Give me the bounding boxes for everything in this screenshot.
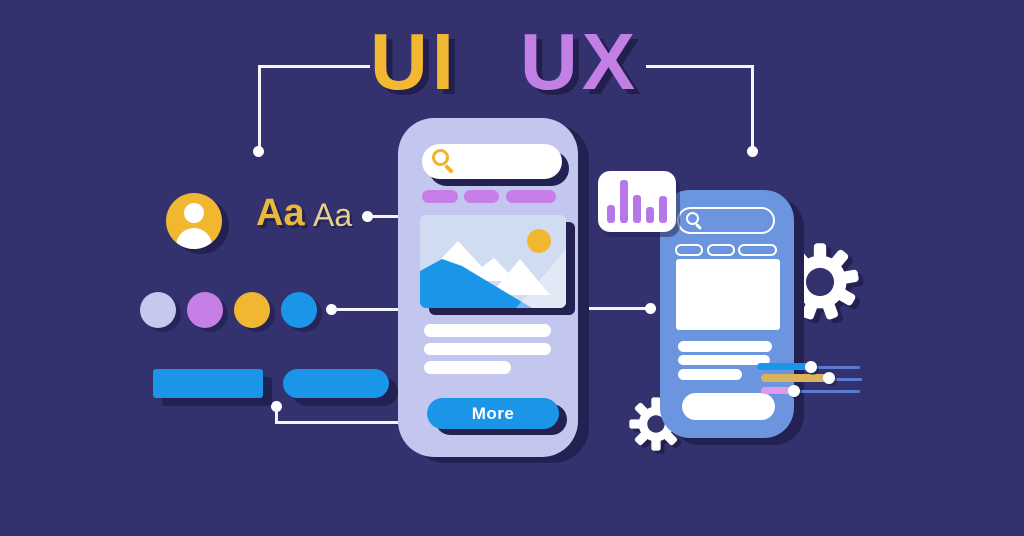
magnifier-icon	[686, 212, 699, 225]
search-bar[interactable]	[677, 207, 775, 234]
tag-pill-outline[interactable]	[738, 244, 777, 256]
sun-icon	[527, 229, 551, 253]
connector-dot	[645, 303, 656, 314]
palette-dot-lavender	[140, 292, 176, 328]
slider-knob[interactable]	[805, 361, 817, 373]
text-line	[678, 341, 772, 352]
slider-fill-blue[interactable]	[757, 363, 809, 370]
type-sample-large: Aa	[256, 192, 305, 234]
magnifier-icon-handle	[444, 164, 454, 174]
search-bar[interactable]	[422, 144, 562, 179]
palette-dot-yellow	[234, 292, 270, 328]
ui-title: UI	[370, 17, 458, 106]
connector-line-ux-right	[646, 65, 754, 68]
bar-chart-icon	[607, 180, 667, 223]
slider-knob[interactable]	[788, 385, 800, 397]
text-line	[678, 369, 742, 380]
connector-dot	[747, 146, 758, 157]
slider-track[interactable]	[828, 378, 862, 381]
connector-line-palette	[334, 308, 402, 311]
connector-dot	[326, 304, 337, 315]
action-button[interactable]	[682, 393, 775, 420]
palette-dot-purple	[187, 292, 223, 328]
chart-bar	[633, 195, 641, 223]
connector-line-ui-left-drop	[258, 65, 261, 150]
chart-bar	[620, 180, 628, 223]
connector-line-phones	[581, 307, 649, 310]
palette-dot-blue	[281, 292, 317, 328]
slider-track[interactable]	[810, 366, 860, 369]
tag-pill[interactable]	[506, 190, 556, 203]
connector-dot	[271, 401, 282, 412]
hero-image-placeholder	[420, 215, 566, 308]
connector-line-ui-left	[258, 65, 370, 68]
slider-track[interactable]	[794, 390, 860, 393]
connector-line-ux-right-drop	[751, 65, 754, 150]
connector-line-buttons-drop	[275, 409, 278, 424]
text-line	[424, 343, 551, 355]
slider-knob[interactable]	[823, 372, 835, 384]
button-shape-pill	[283, 369, 389, 398]
slider-fill-pink[interactable]	[761, 387, 794, 394]
magnifier-icon	[432, 149, 449, 166]
text-line	[678, 355, 770, 365]
magnifier-icon-handle	[694, 222, 703, 231]
bar-chart-icon-card	[598, 171, 676, 232]
type-sample-small: Aa	[313, 197, 353, 233]
tag-pill[interactable]	[422, 190, 458, 203]
phone-mockup-secondary	[660, 190, 794, 438]
more-button[interactable]: More	[427, 398, 559, 429]
tag-pill-outline[interactable]	[707, 244, 735, 256]
user-icon	[184, 203, 204, 223]
gear-icon	[629, 397, 683, 451]
content-placeholder	[676, 259, 780, 330]
more-button-label: More	[471, 403, 515, 423]
text-line	[424, 324, 551, 337]
tag-pill-outline[interactable]	[675, 244, 703, 256]
connector-dot	[362, 211, 373, 222]
chart-bar	[659, 196, 667, 223]
connector-line-typography	[370, 215, 402, 218]
ux-title: UX	[520, 17, 640, 106]
user-avatar	[166, 193, 222, 249]
mountains-icon	[420, 215, 566, 308]
text-line	[424, 361, 511, 374]
chart-bar	[646, 207, 654, 223]
chart-bar	[607, 205, 615, 223]
connector-line-buttons	[275, 421, 401, 424]
slider-fill-gold[interactable]	[761, 374, 829, 382]
tag-pill[interactable]	[464, 190, 499, 203]
connector-dot	[253, 146, 264, 157]
button-shape-rectangle	[153, 369, 263, 398]
phone-mockup-main: More	[398, 118, 578, 457]
user-icon-body	[176, 228, 212, 249]
